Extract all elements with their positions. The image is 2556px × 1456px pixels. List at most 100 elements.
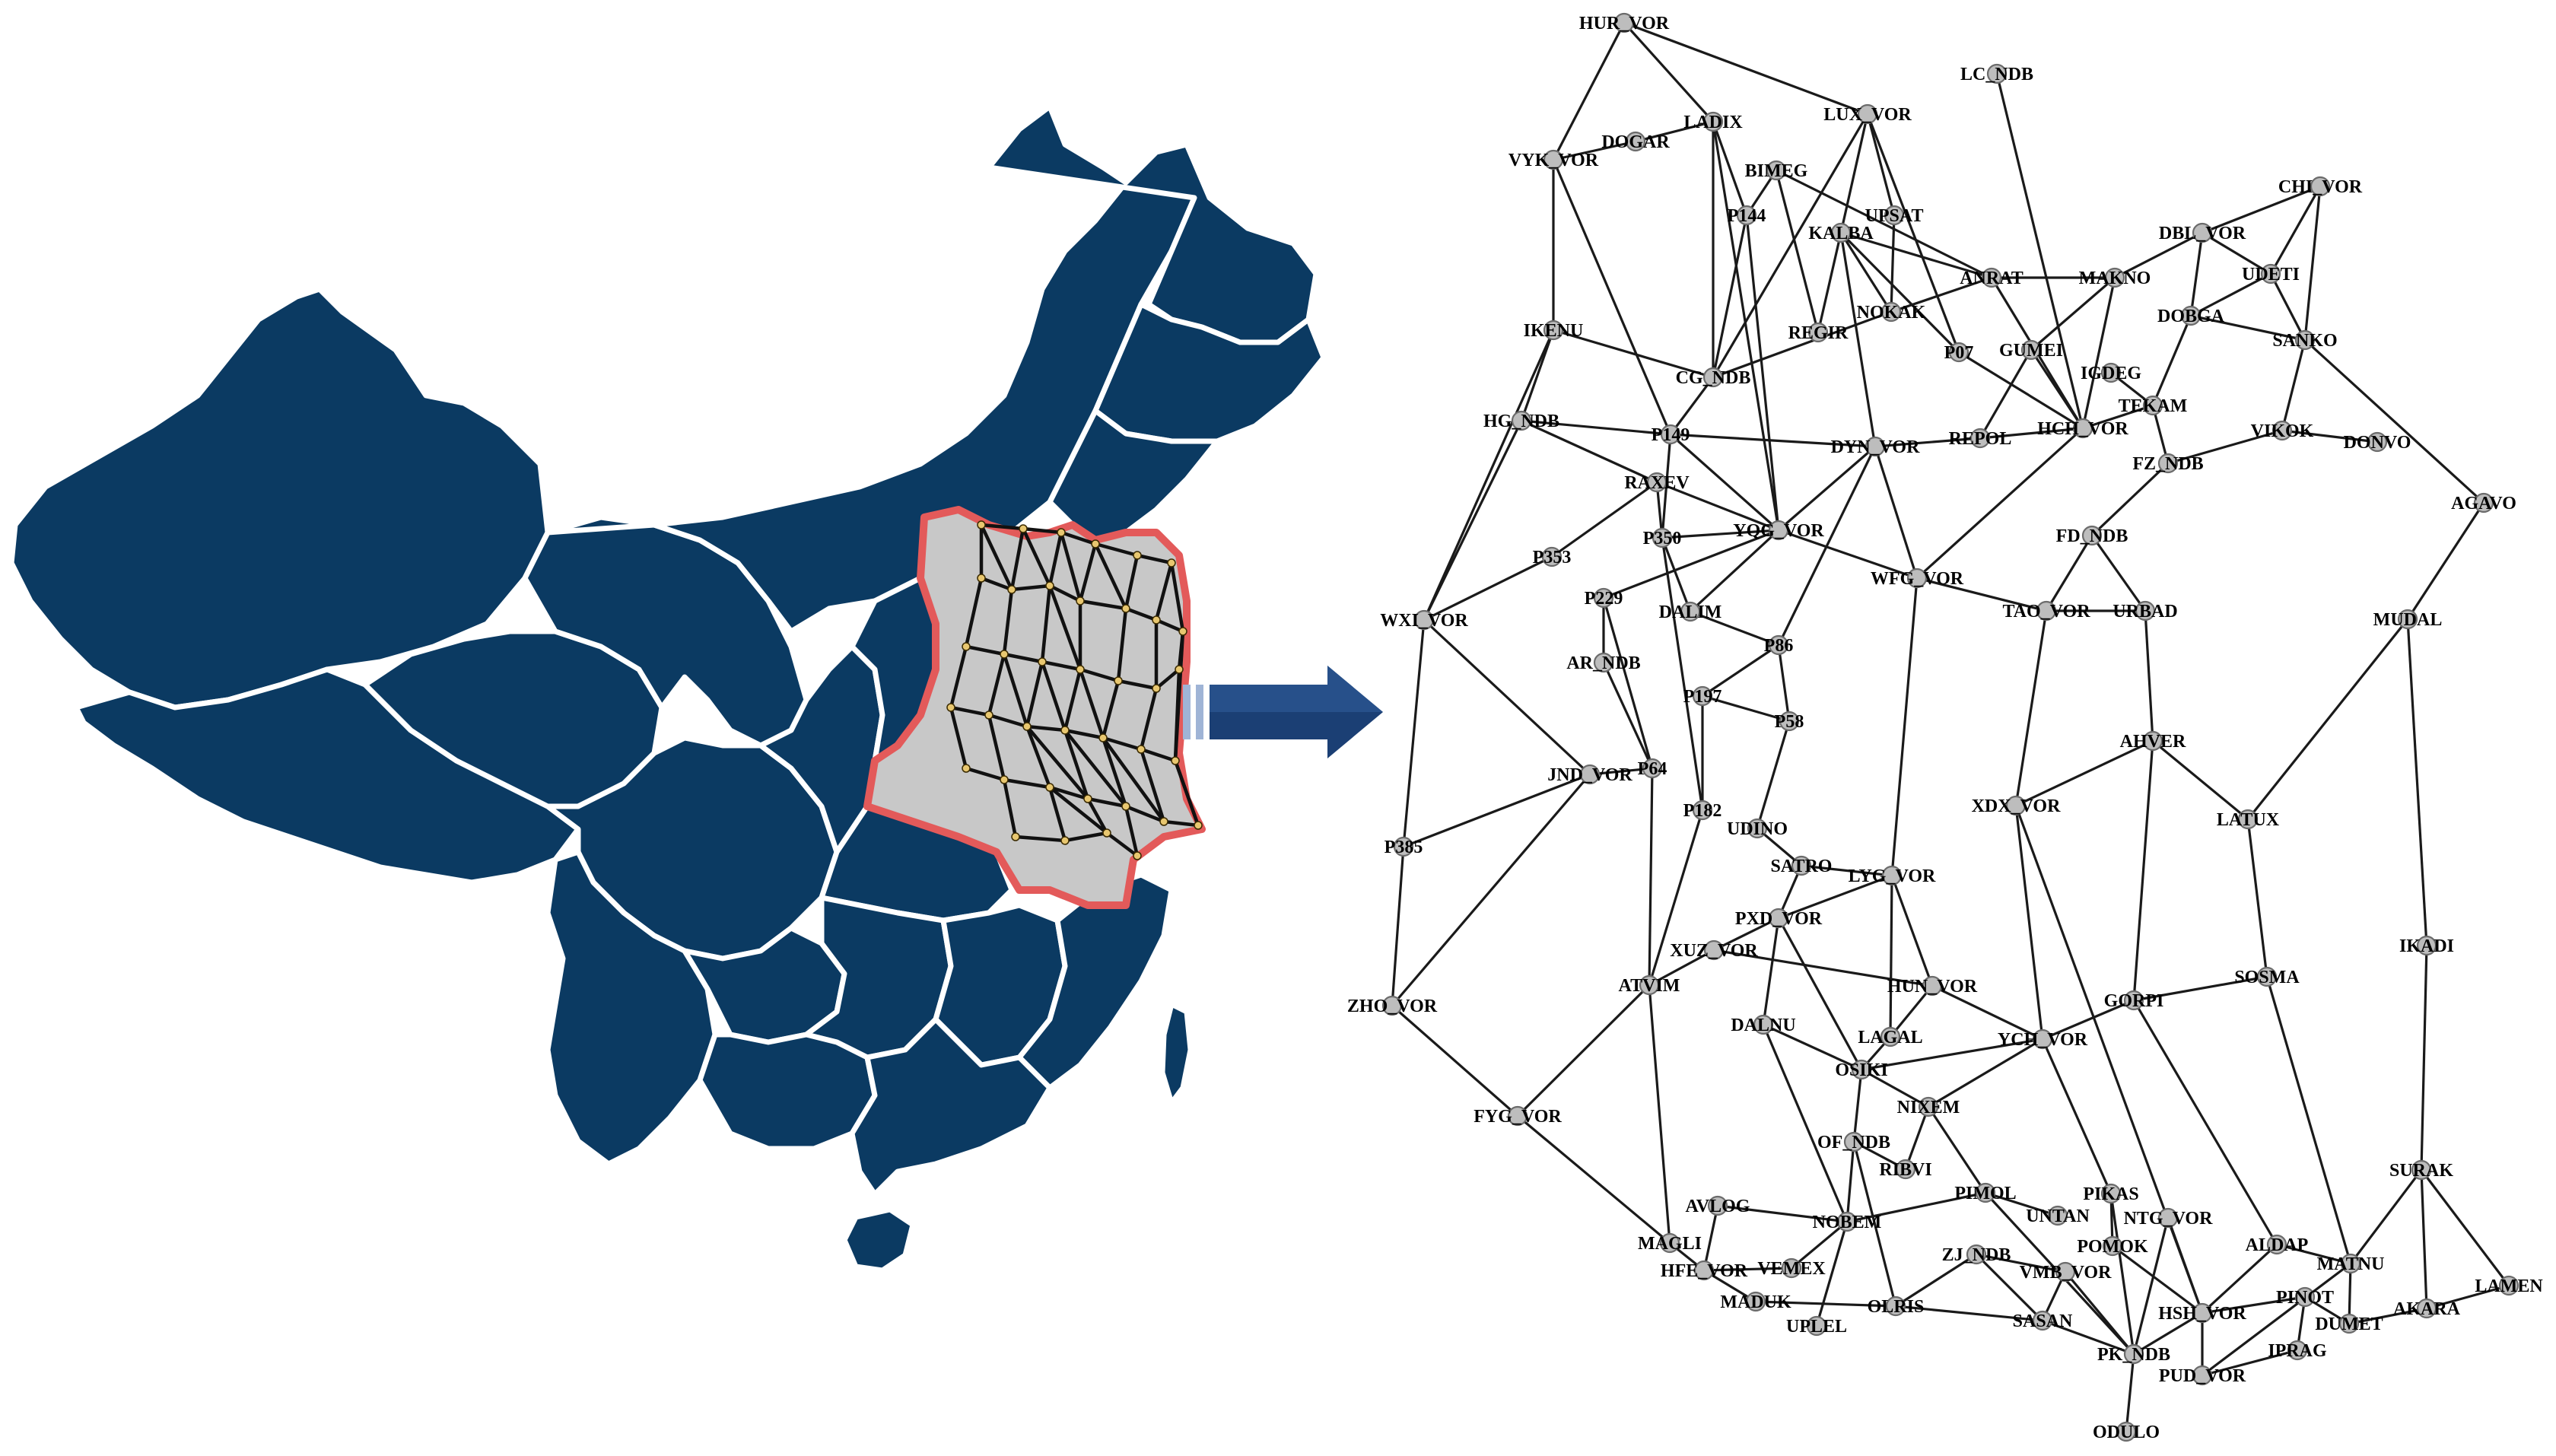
waypoint-label: HSH_VOR: [2158, 1304, 2246, 1324]
waypoint-label: LAMEN: [2475, 1276, 2543, 1296]
waypoint-node: LATUX: [2217, 809, 2280, 830]
waypoint-marker: [2102, 1235, 2123, 1257]
route-edge: [2090, 535, 2147, 612]
waypoint-node: YCH_VOR: [1998, 1028, 2088, 1050]
route-edge: [1648, 984, 1671, 1244]
waypoint-label: AR_NDB: [1566, 653, 1640, 673]
waypoint-marker: [1768, 520, 1789, 541]
province-qinghai: [362, 628, 665, 809]
waypoint-node: MAGLI: [1638, 1232, 1702, 1254]
route-edge: [1521, 419, 1671, 436]
waypoint-label: DUMET: [2315, 1315, 2383, 1334]
route-edge: [1839, 113, 1869, 234]
waypoint-marker: [1922, 975, 1943, 997]
waypoint-marker: [1836, 1211, 1858, 1232]
waypoint-node: OSIKI: [1835, 1059, 1888, 1080]
route-edge: [1690, 610, 1779, 647]
waypoint-label: LC_NDB: [1960, 65, 2033, 84]
route-edge: [2202, 1262, 2351, 1377]
waypoint-label: PINOT: [2276, 1288, 2334, 1308]
waypoint-node: PIKAS: [2083, 1183, 2139, 1204]
waypoint-label: AKARA: [2393, 1299, 2461, 1319]
waypoint-node: URBAD: [2113, 600, 2178, 622]
waypoint-marker: [2416, 1298, 2437, 1319]
route-edge: [1712, 113, 1869, 378]
waypoint-node: P07: [1944, 342, 1973, 363]
mini-route-node: [1137, 745, 1146, 754]
mini-route-node: [1167, 558, 1176, 567]
waypoint-node: JND_VOR: [1547, 764, 1632, 785]
waypoint-node: UPLEL: [1786, 1315, 1847, 1337]
waypoint-marker: [2020, 339, 2042, 361]
route-edge: [1603, 529, 1779, 599]
waypoint-label: LADIX: [1683, 113, 1743, 132]
route-edge: [1602, 597, 1654, 769]
waypoint-node: VMB_VOR: [2020, 1261, 2112, 1283]
china-map: [8, 103, 1327, 1273]
mini-route-edge: [1048, 532, 1063, 587]
mini-route-node: [1133, 851, 1142, 860]
waypoint-marker: [2294, 329, 2316, 351]
mini-route-edge: [1003, 652, 1043, 664]
waypoint-label: HUR_VOR: [1579, 14, 1670, 33]
mini-route-node: [1102, 828, 1111, 838]
waypoint-node: TEKAM: [2119, 395, 2187, 416]
route-edge: [1702, 1205, 1719, 1271]
waypoint-marker: [2192, 1302, 2213, 1324]
waypoint-node: DONVO: [2344, 431, 2411, 453]
waypoint-marker: [1625, 131, 1646, 152]
route-edge: [2406, 618, 2428, 946]
waypoint-marker: [1660, 424, 1681, 445]
mini-route-node: [1022, 722, 1032, 731]
waypoint-label: ATVIM: [1619, 976, 1680, 996]
waypoint-label: ODULO: [2093, 1423, 2160, 1442]
waypoint-node: P149: [1652, 424, 1690, 445]
waypoint-marker: [1692, 685, 1713, 707]
waypoint-marker: [1918, 1096, 1939, 1117]
mini-route-edge: [1116, 608, 1128, 682]
waypoint-node: DOGAR: [1601, 131, 1670, 152]
route-edge: [1713, 917, 1779, 952]
waypoint-marker: [1393, 836, 1414, 857]
route-edge: [1931, 984, 2043, 1041]
waypoint-node: CG_NDB: [1676, 367, 1750, 388]
waypoint-node: PINOT: [2276, 1286, 2334, 1308]
mini-route-edge: [1048, 583, 1082, 603]
route-edge: [2133, 1311, 2203, 1356]
waypoint-node: HCH_VOR: [2037, 418, 2128, 439]
route-edge: [2133, 975, 2268, 1002]
waypoint-marker: [2142, 730, 2163, 752]
mini-route-edge: [1139, 688, 1159, 750]
waypoint-label: LUX_VOR: [1823, 105, 1912, 125]
route-edge: [2167, 1217, 2204, 1314]
mini-route-edge: [1101, 737, 1128, 807]
route-edge: [1801, 864, 1893, 877]
mini-route-edge: [1064, 831, 1108, 843]
route-edge: [2151, 315, 2192, 406]
route-edge: [1777, 644, 1791, 722]
mini-route-edge: [1087, 796, 1127, 809]
waypoint-node: MUDAL: [2373, 609, 2442, 630]
route-edge: [1839, 231, 1960, 354]
route-edge: [2190, 314, 2306, 342]
route-edge: [1589, 767, 1653, 776]
waypoint-marker: [1680, 601, 1701, 622]
waypoint-node: P58: [1775, 711, 1804, 732]
waypoint-node: ATVIM: [1619, 974, 1680, 996]
route-edge: [2303, 339, 2485, 504]
route-edge: [2190, 272, 2271, 317]
route-edge: [2014, 805, 2044, 1040]
waypoint-node: GUMEI: [1999, 339, 2063, 361]
waypoint-node: IGDEG: [2081, 362, 2141, 383]
waypoint-node: KALBA: [1808, 222, 1874, 243]
waypoint-marker: [2081, 525, 2103, 546]
mini-route-edge: [1025, 661, 1044, 727]
waypoint-node: PK_NDB: [2097, 1343, 2170, 1365]
route-edge: [1756, 720, 1791, 829]
route-edge: [2132, 1217, 2170, 1355]
waypoint-node: OF_NDB: [1817, 1131, 1890, 1152]
route-edge: [1895, 1305, 2043, 1322]
route-edge: [2420, 945, 2428, 1171]
waypoint-marker: [1851, 1059, 1872, 1080]
waypoint-label: UDINO: [1727, 819, 1788, 839]
